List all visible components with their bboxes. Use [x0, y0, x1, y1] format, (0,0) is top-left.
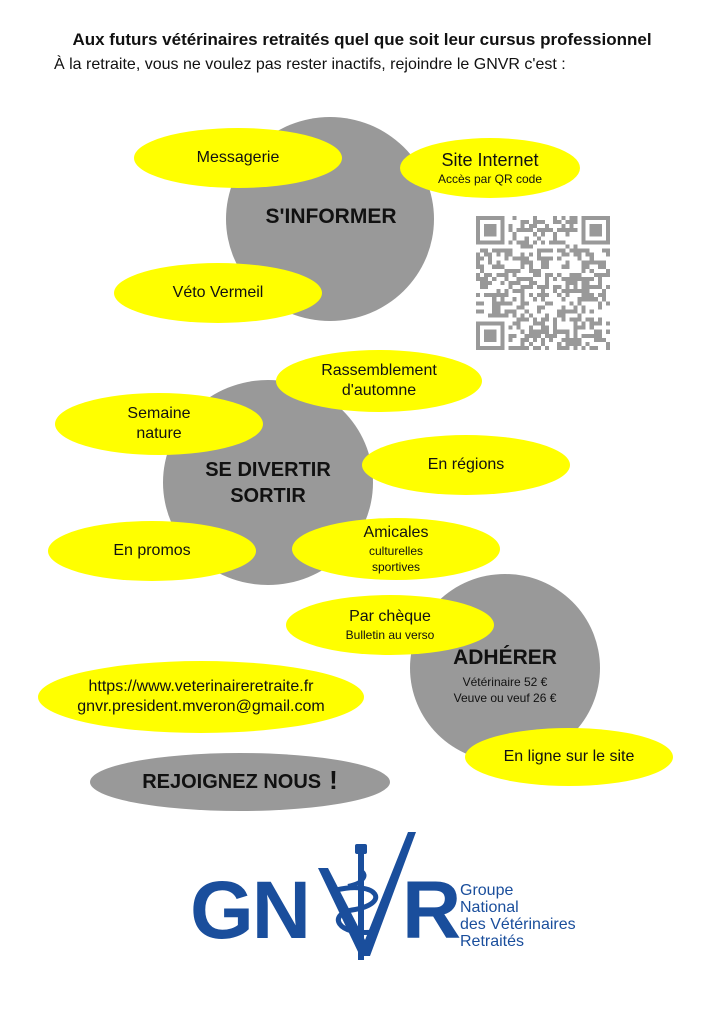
logo-line3: des Vétérinaires [460, 916, 576, 933]
amicales-sub2: sportives [371, 560, 421, 574]
amicales-sub1: culturelles [368, 544, 424, 558]
amicales-label: Amicales [363, 524, 429, 541]
website-link[interactable]: https://www.veterinaireretraite.fr [88, 678, 314, 695]
amicales-bubble: Amicales culturelles sportives [292, 518, 500, 580]
fun-heading-line1: SE DIVERTIR [205, 459, 331, 481]
logo-line2: National [460, 899, 519, 916]
qr-code[interactable] [476, 216, 610, 350]
fun-heading-line2: SORTIR [230, 485, 306, 507]
site-internet-bubble: Site Internet Accès par QR code [400, 138, 580, 198]
semaine-line2: nature [136, 425, 182, 442]
online-bubble[interactable]: En ligne sur le site [465, 728, 673, 786]
page-subtitle: À la retraite, vous ne voulez pas rester… [54, 56, 566, 73]
semaine-nature-bubble: Semaine nature [55, 393, 263, 455]
messagerie-label: Messagerie [196, 149, 280, 166]
rassemblement-line2: d'automne [341, 382, 417, 399]
join-us-text: REJOIGNEZ NOUS [142, 770, 322, 793]
veto-vermeil-label: Véto Vermeil [172, 284, 264, 301]
site-internet-label: Site Internet [441, 150, 539, 170]
logo-line4: Retraités [460, 933, 525, 950]
price-veuf: Veuve ou veuf 26 € [453, 691, 557, 705]
messagerie-bubble: Messagerie [134, 128, 342, 188]
fun-heading: SE DIVERTIR SORTIR [170, 457, 366, 509]
inform-heading: S'INFORMER [265, 205, 397, 228]
page-title: Aux futurs vétérinaires retraités quel q… [72, 30, 652, 49]
semaine-line1: Semaine [127, 405, 191, 422]
join-heading: ADHÉRER [453, 646, 557, 669]
promos-label: En promos [113, 542, 191, 559]
gnvr-logo: GN R Groupe National des Vétérinaires Re… [190, 828, 630, 968]
rassemblement-bubble: Rassemblement d'automne [276, 350, 482, 412]
logo-line1: Groupe [460, 882, 514, 899]
veto-vermeil-bubble: Véto Vermeil [114, 263, 322, 323]
contact-bubble: https://www.veterinaireretraite.fr gnvr.… [38, 661, 364, 733]
logo-text: Groupe National des Vétérinaires Retrait… [460, 882, 576, 950]
email-link[interactable]: gnvr.president.mveron@gmail.com [77, 698, 325, 715]
join-us-banner[interactable]: REJOIGNEZ NOUS ! [90, 753, 390, 811]
logo-letter-r: R [402, 865, 462, 956]
cheque-label: Par chèque [349, 608, 431, 625]
logo-caduceus-icon [318, 832, 416, 960]
online-label[interactable]: En ligne sur le site [503, 748, 635, 765]
cheque-sub: Bulletin au verso [345, 628, 435, 642]
site-internet-sub: Accès par QR code [437, 172, 543, 186]
regions-label: En régions [427, 456, 505, 473]
promos-bubble: En promos [48, 521, 256, 581]
join-us-mark: ! [329, 764, 338, 795]
logo-letters-gn: GN [190, 865, 311, 956]
cheque-bubble: Par chèque Bulletin au verso [286, 595, 494, 655]
rassemblement-line1: Rassemblement [321, 362, 437, 379]
price-veterinaire: Vétérinaire 52 € [462, 675, 548, 689]
join-prices: Vétérinaire 52 € Veuve ou veuf 26 € [420, 674, 590, 706]
regions-bubble: En régions [362, 435, 570, 495]
